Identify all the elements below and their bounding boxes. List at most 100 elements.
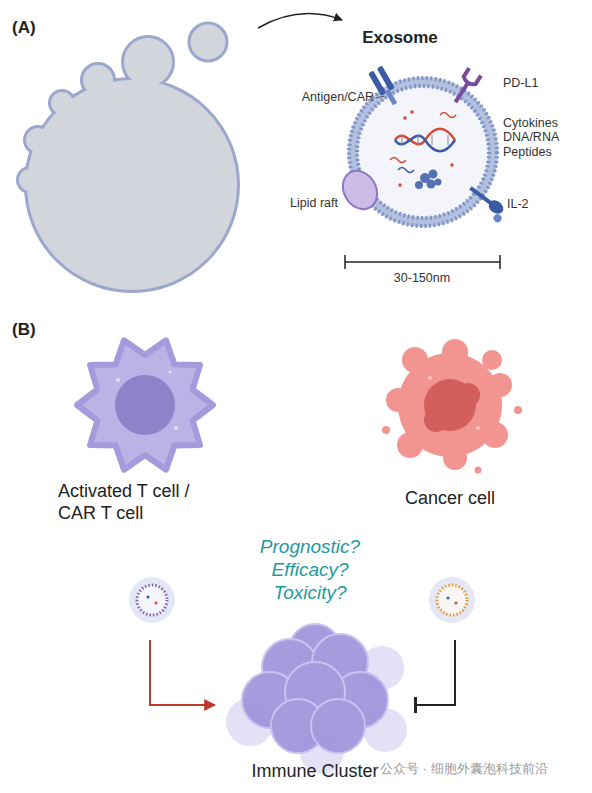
cell-body (27, 80, 237, 290)
exosome-node: Exosome (345, 28, 500, 228)
cancer-bleb (482, 422, 508, 448)
cytokine-dot (450, 163, 454, 167)
cargo-dot (155, 602, 158, 605)
component-label: Cytokines DNA/RNA Peptides (503, 116, 569, 159)
t-cell-illustration (77, 340, 213, 469)
dimension-label: 30-150nm (372, 271, 472, 285)
peptide (427, 180, 436, 189)
pd-l1-stem (455, 83, 468, 102)
cell-bud (26, 128, 50, 152)
peptide (429, 170, 438, 179)
cell-label: Cancer cell (365, 488, 535, 510)
panel-label: (A) (12, 18, 52, 38)
immune-cluster-illustration (226, 624, 407, 774)
t-cell-nucleus (115, 375, 175, 435)
rna-fragment (398, 168, 414, 173)
cancer-bleb (488, 373, 512, 397)
released-vesicle (189, 23, 227, 61)
cell-bud (83, 65, 113, 95)
dna-rung (432, 135, 433, 145)
exosome-halo (429, 577, 475, 623)
cancer-bleb (442, 339, 468, 365)
il-2-stem (470, 188, 491, 204)
peptide (415, 181, 423, 189)
dna-strand (395, 136, 455, 152)
cell-outline (19, 38, 237, 290)
cell-bud (51, 92, 73, 114)
cancer-bleb (443, 446, 467, 470)
exosome-membrane (437, 585, 467, 615)
cancer-nucleus (424, 379, 480, 432)
cargo-dot (455, 602, 458, 605)
cell-body (27, 80, 237, 290)
dna-rungs (402, 135, 448, 145)
t-cell-exosome (129, 577, 175, 623)
scale-tick (344, 255, 346, 269)
il-2-ligand (492, 213, 503, 224)
exosome-illustration (336, 65, 509, 226)
cancer-fragment (382, 426, 390, 434)
cell-bud (124, 38, 172, 86)
component-label: IL-2 (507, 197, 547, 211)
cytokine-dots (398, 110, 454, 187)
cancer-cell-body (382, 339, 522, 474)
granule (174, 426, 178, 430)
stimulation-arrow (150, 640, 215, 705)
cell-bud (19, 169, 41, 191)
t-cell-node: Activated T cell / CAR T cell (30, 340, 270, 640)
cell-fill (19, 38, 237, 290)
cell-bud (26, 128, 50, 152)
cytokine-dot (403, 116, 407, 120)
component-label: Antigen/CAR (268, 90, 374, 104)
rna-fragment (390, 158, 406, 163)
t-cell-cytoplasm (101, 361, 189, 449)
il-2-domain (486, 197, 506, 216)
watermark: 公众号 · 细胞外囊泡科技前沿 (380, 762, 590, 777)
inhibition-connector (415, 640, 455, 705)
cancer-fragment (475, 467, 482, 474)
t-cell-body (77, 340, 213, 469)
peptide-cluster (415, 170, 442, 190)
cancer-cell-node: Cancer cell (330, 340, 570, 640)
cancer-spot (476, 426, 480, 430)
component-label: PD-L1 (503, 76, 563, 90)
cytokine-dot (398, 183, 402, 187)
lipid-raft (336, 165, 384, 216)
dna-rung (418, 135, 419, 145)
cytokine-dot (410, 110, 414, 114)
cluster-cells (242, 624, 388, 753)
cancer-bleb (482, 350, 502, 370)
granule (168, 370, 171, 373)
peptide (435, 179, 442, 186)
cell-bud (19, 169, 41, 191)
cancer-exosome (429, 577, 475, 623)
nucleus-part (424, 408, 448, 432)
cell-bud (124, 38, 172, 86)
receptor-arm (377, 65, 395, 91)
cell-bud (83, 65, 113, 95)
leader-line (376, 96, 384, 98)
dna-rung (448, 135, 449, 145)
faint-cells (226, 646, 407, 774)
immune-cell (311, 699, 365, 753)
cancer-cell-illustration (382, 339, 522, 474)
nucleus-part (456, 383, 480, 407)
cancer-bleb (402, 347, 428, 373)
pd-l1-protein (450, 68, 481, 106)
scale-line (345, 261, 500, 263)
component-label: Lipid raft (250, 196, 338, 210)
cell-label: Activated T cell / CAR T cell (58, 481, 228, 524)
dna-rung (402, 135, 403, 145)
parent-cell (19, 23, 237, 290)
cell-bud (51, 92, 73, 114)
cancer-fragment (514, 406, 522, 414)
exosome-membrane (137, 585, 167, 615)
question-note: Prognostic? Efficacy? Toxicity? (246, 536, 374, 604)
receptor-stem (385, 89, 397, 105)
cancer-spot (428, 376, 432, 380)
cancer-bleb (397, 432, 423, 458)
scale-bar (345, 255, 500, 269)
cancer-bleb (386, 388, 410, 412)
node-heading: Exosome (345, 28, 455, 48)
